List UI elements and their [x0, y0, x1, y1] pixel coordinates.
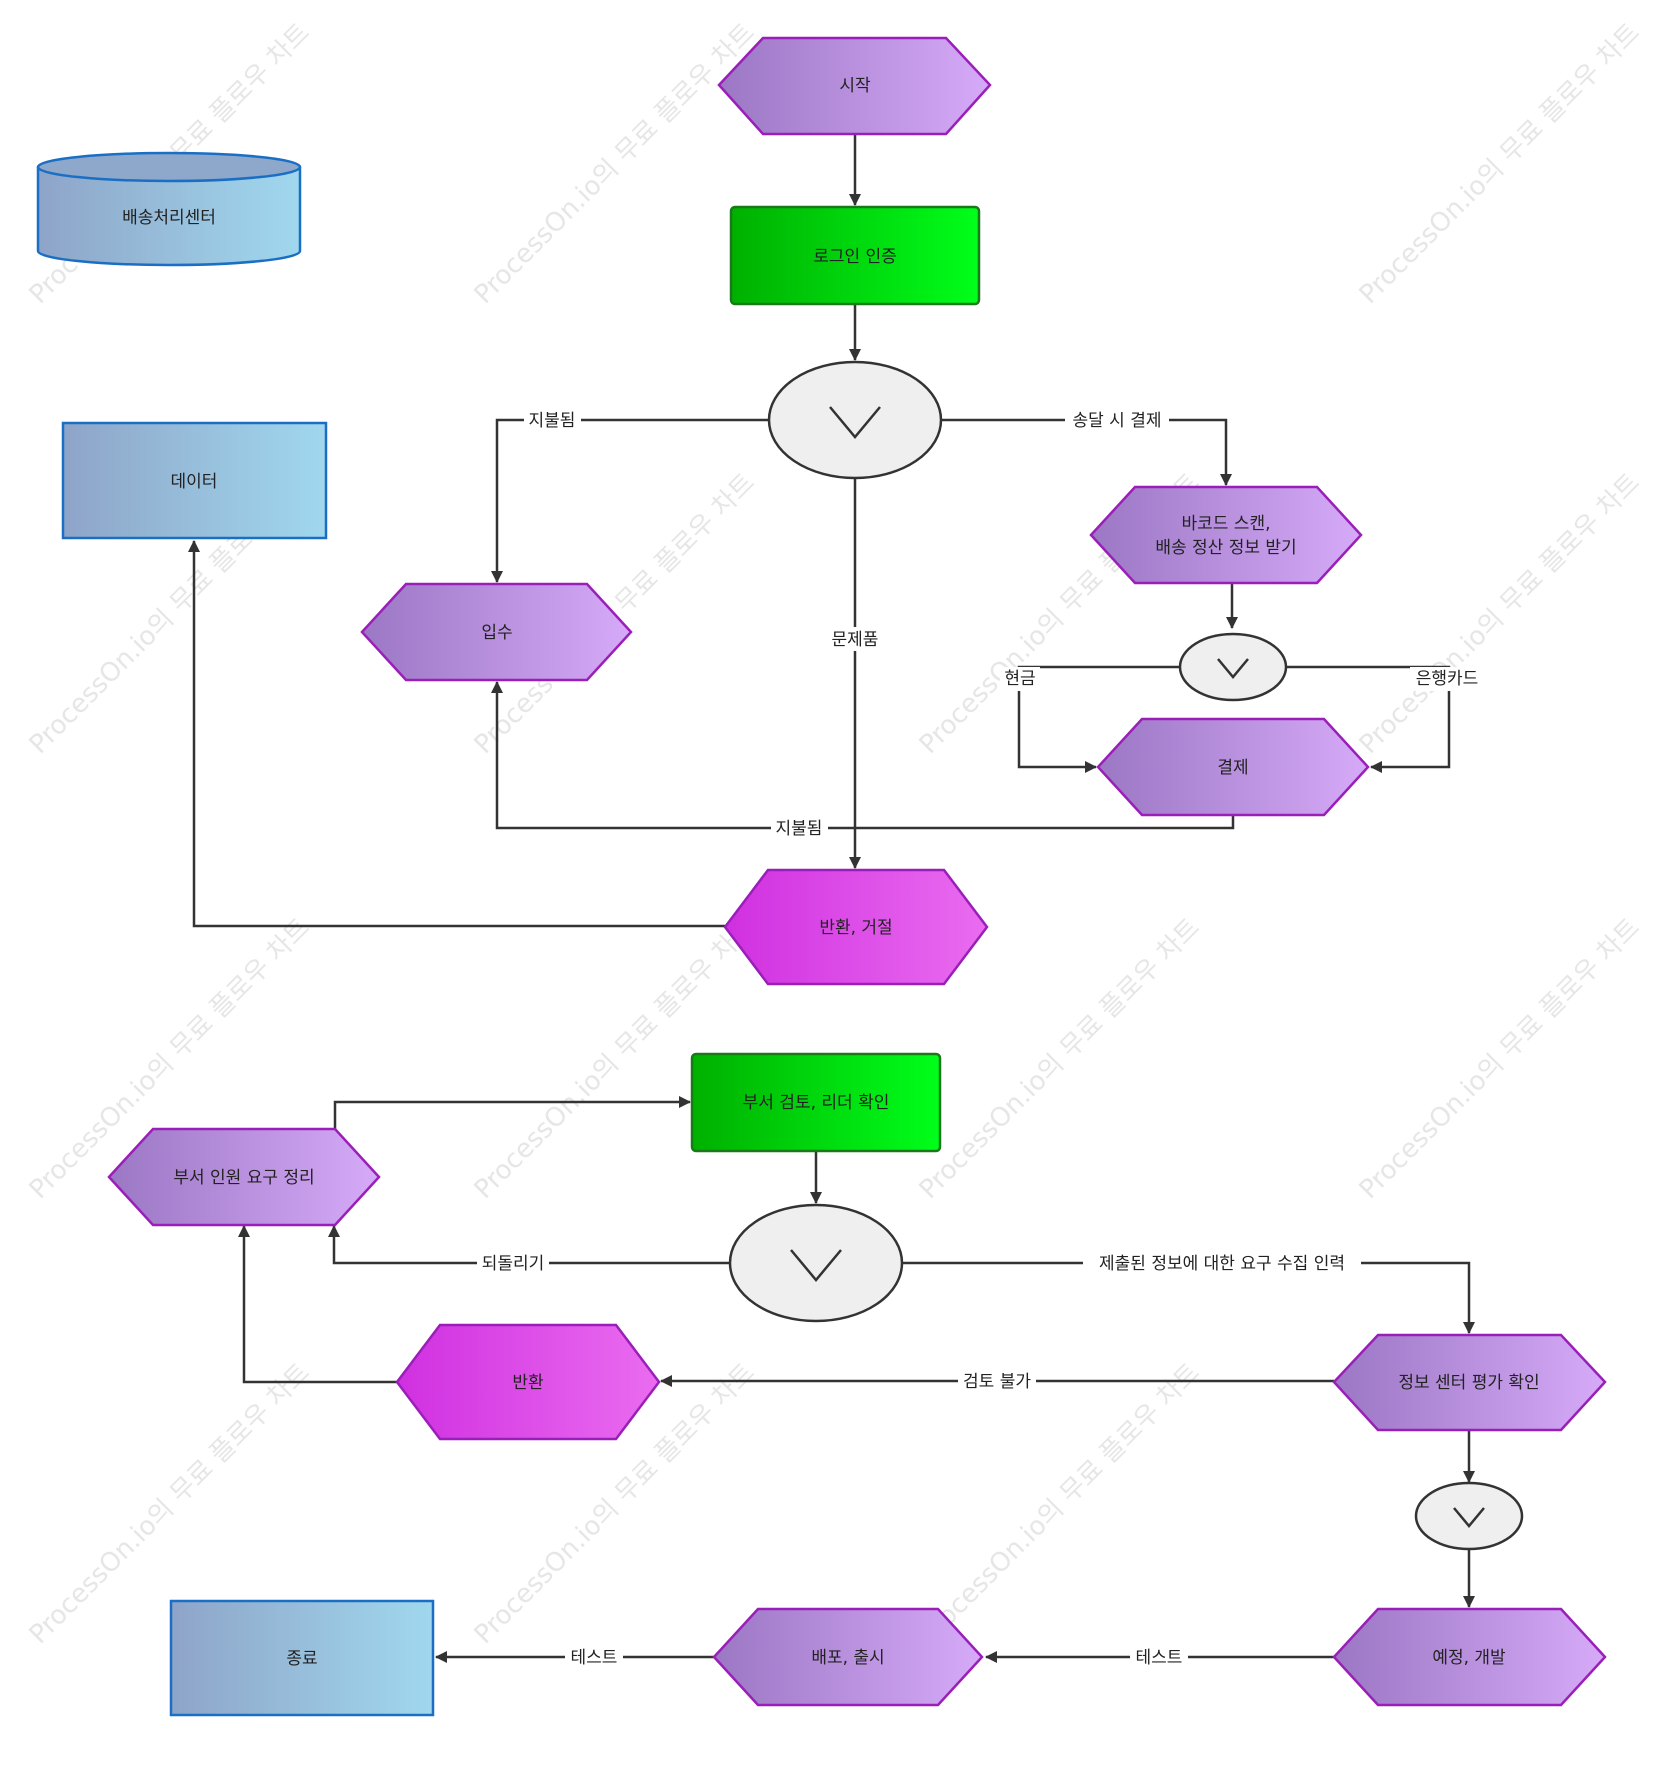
- watermark: ProcessOn.io의 무료 플로우 차트: [1354, 18, 1646, 310]
- node-receipt-label: 입수: [481, 623, 512, 643]
- edge-labels: 지불됨 송달 시 결제 문제품 현금 은행카드 지불됨 되돌리기 제출된 정보에…: [477, 408, 1486, 1669]
- node-end-label: 종료: [286, 1649, 317, 1669]
- chevron-down-icon: [829, 406, 881, 439]
- watermark: ProcessOn.io의 무료 플로우 차트: [1354, 913, 1646, 1205]
- edge-label-submit-collect: 제출된 정보에 대한 요구 수집 인력: [1099, 1254, 1345, 1274]
- gateway-4[interactable]: [1414, 1481, 1524, 1551]
- node-return-reject-label: 반환, 거절: [819, 918, 892, 938]
- edge-label-cash: 현금: [1004, 669, 1035, 689]
- node-dept-review-label: 부서 검토, 리더 확인: [743, 1093, 890, 1113]
- node-dept-request[interactable]: 부서 인원 요구 정리: [107, 1127, 381, 1227]
- chevron-down-icon: [1453, 1507, 1485, 1528]
- node-schedule-dev-label: 예정, 개발: [1432, 1648, 1506, 1668]
- edge-label-cod: 송달 시 결제: [1072, 411, 1161, 431]
- edge-return-dept-request: [238, 1225, 397, 1384]
- node-dept-review[interactable]: 부서 검토, 리더 확인: [690, 1052, 942, 1153]
- chevron-down-icon: [1217, 658, 1249, 679]
- edge-label-problem: 문제품: [832, 630, 879, 650]
- watermark: ProcessOn.io의 무료 플로우 차트: [914, 1358, 1206, 1650]
- node-deploy-release-label: 배포, 출시: [811, 1648, 884, 1668]
- edge-label-test-1: 테스트: [571, 1648, 618, 1668]
- edge-label-paid: 지불됨: [529, 411, 576, 431]
- node-barcode[interactable]: 바코드 스캔, 배송 정산 정보 받기: [1089, 485, 1363, 585]
- edge-gateway-barcode: [941, 418, 1232, 486]
- node-login[interactable]: 로그인 인증: [729, 205, 981, 306]
- gateway-2[interactable]: [1178, 632, 1288, 702]
- chevron-down-icon: [790, 1249, 842, 1282]
- node-data-label: 데이터: [171, 472, 218, 492]
- node-shipping-center[interactable]: 배송처리센터: [36, 151, 302, 267]
- node-return-label: 반환: [512, 1373, 543, 1393]
- node-receipt[interactable]: 입수: [360, 582, 633, 682]
- gateway-1[interactable]: [767, 360, 943, 480]
- node-barcode-label-line2: 배송 정산 정보 받기: [1155, 538, 1296, 558]
- edge-label-not-reviewable: 검토 불가: [963, 1372, 1031, 1392]
- edge-label-paid-2: 지불됨: [776, 819, 823, 839]
- edge-payment-receipt: [491, 681, 1235, 830]
- watermark: ProcessOn.io의 무료 플로우 차트: [469, 18, 761, 310]
- node-return[interactable]: 반환: [395, 1323, 661, 1441]
- edge-return-reject-data: [188, 540, 725, 928]
- node-payment-label: 결제: [1217, 758, 1248, 778]
- node-data[interactable]: 데이터: [61, 421, 328, 540]
- edge-label-bank-card: 은행카드: [1416, 669, 1479, 689]
- edge-label-test-2: 테스트: [1136, 1648, 1183, 1668]
- node-info-center[interactable]: 정보 센터 평가 확인: [1332, 1333, 1607, 1432]
- node-shipping-center-label: 배송처리센터: [122, 208, 216, 228]
- gateway-3[interactable]: [728, 1203, 904, 1323]
- node-login-label: 로그인 인증: [813, 247, 897, 267]
- edge-gateway3-dept-request: [328, 1225, 731, 1265]
- node-info-center-label: 정보 센터 평가 확인: [1398, 1373, 1539, 1393]
- node-deploy-release[interactable]: 배포, 출시: [712, 1607, 984, 1707]
- edge-gateway2-payment-cash: [1017, 665, 1179, 773]
- edge-label-rollback: 되돌리기: [482, 1254, 545, 1274]
- edge-gateway2-payment-card: [1286, 665, 1451, 773]
- node-payment[interactable]: 결제: [1096, 717, 1370, 817]
- edge-dept-request-dept-review: [333, 1096, 691, 1129]
- node-barcode-label-line1: 바코드 스캔,: [1181, 514, 1270, 534]
- node-end[interactable]: 종료: [169, 1599, 435, 1717]
- edge-gateway-receipt: [491, 418, 769, 583]
- node-start-label: 시작: [839, 76, 871, 96]
- node-dept-request-label: 부서 인원 요구 정리: [173, 1168, 314, 1188]
- node-return-reject[interactable]: 반환, 거절: [723, 868, 989, 986]
- watermark: ProcessOn.io의 무료 플로우 차트: [1354, 468, 1646, 760]
- node-start[interactable]: 시작: [717, 36, 992, 136]
- node-schedule-dev[interactable]: 예정, 개발: [1332, 1607, 1607, 1707]
